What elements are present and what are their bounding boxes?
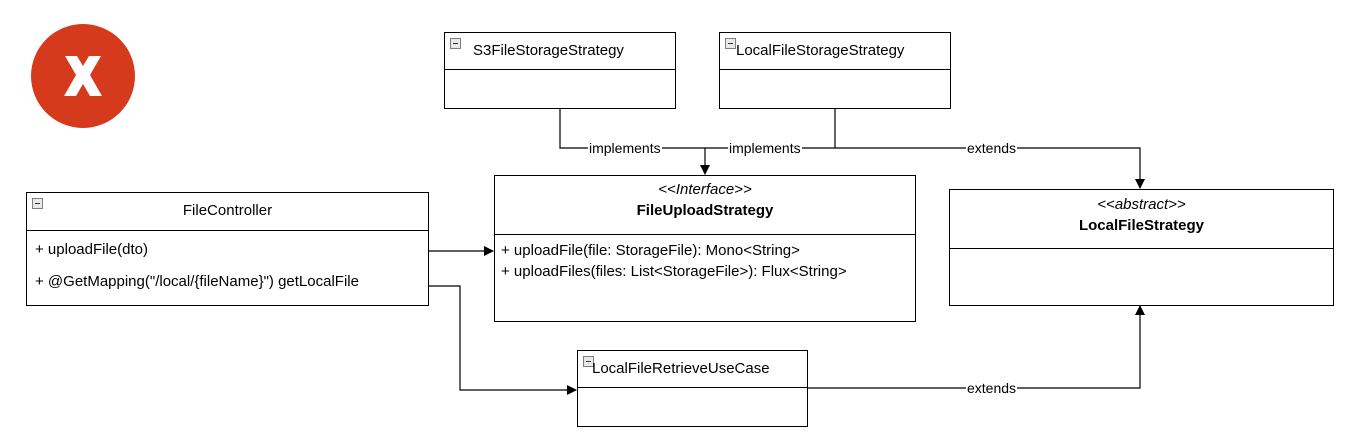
abstract-local-file-strategy[interactable]: <<abstract>> LocalFileStrategy bbox=[949, 189, 1334, 306]
edge-label-local-extends: extends bbox=[966, 140, 1018, 156]
method-upload-file: + uploadFile(file: StorageFile): Mono<St… bbox=[501, 242, 800, 259]
class-name: S3FileStorageStrategy bbox=[473, 42, 624, 59]
edge-retrieve-extends bbox=[807, 305, 1145, 389]
method-upload-file: + uploadFile(dto) bbox=[35, 241, 148, 258]
class-name: LocalFileStrategy bbox=[1078, 217, 1205, 234]
edge-controller-uses-retrieve bbox=[428, 285, 577, 395]
edge-localstorage-extends bbox=[835, 147, 1145, 189]
edge-label-local-implements: implements bbox=[728, 140, 802, 156]
class-local-file-retrieve-use-case[interactable]: LocalFileRetrieveUseCase bbox=[577, 350, 808, 427]
class-header: S3FileStorageStrategy bbox=[445, 33, 675, 70]
class-s3-file-storage-strategy[interactable]: S3FileStorageStrategy bbox=[444, 32, 676, 109]
class-name: LocalFileRetrieveUseCase bbox=[592, 360, 770, 377]
method-upload-files: + uploadFiles(files: List<StorageFile>):… bbox=[501, 263, 847, 280]
class-file-controller[interactable]: FileController + uploadFile(dto) + @GetM… bbox=[26, 192, 429, 306]
edge-label-s3-implements: implements bbox=[588, 140, 662, 156]
collapse-toggle-icon[interactable] bbox=[32, 198, 43, 209]
collapse-toggle-icon[interactable] bbox=[583, 356, 594, 367]
class-name: LocalFileStorageStrategy bbox=[736, 42, 905, 59]
stereotype-label: <<abstract>> bbox=[1097, 196, 1186, 213]
class-local-file-storage-strategy[interactable]: LocalFileStorageStrategy bbox=[719, 32, 951, 109]
class-header: <<abstract>> LocalFileStrategy bbox=[950, 190, 1333, 249]
edge-label-retrieve-extends: extends bbox=[966, 380, 1018, 396]
class-header: LocalFileStorageStrategy bbox=[720, 33, 950, 70]
class-header: LocalFileRetrieveUseCase bbox=[578, 351, 807, 388]
class-name: FileUploadStrategy bbox=[636, 202, 774, 219]
class-header: FileController bbox=[27, 193, 428, 231]
method-get-local-file: + @GetMapping("/local/{fileName}") getLo… bbox=[35, 273, 359, 290]
stereotype-label: <<Interface>> bbox=[658, 181, 752, 198]
collapse-toggle-icon[interactable] bbox=[725, 38, 736, 49]
collapse-toggle-icon[interactable] bbox=[450, 38, 461, 49]
interface-file-upload-strategy[interactable]: <<Interface>> FileUploadStrategy + uploa… bbox=[494, 175, 916, 322]
close-icon bbox=[31, 24, 135, 128]
class-name: FileController bbox=[182, 202, 273, 219]
class-header: <<Interface>> FileUploadStrategy bbox=[495, 176, 915, 235]
